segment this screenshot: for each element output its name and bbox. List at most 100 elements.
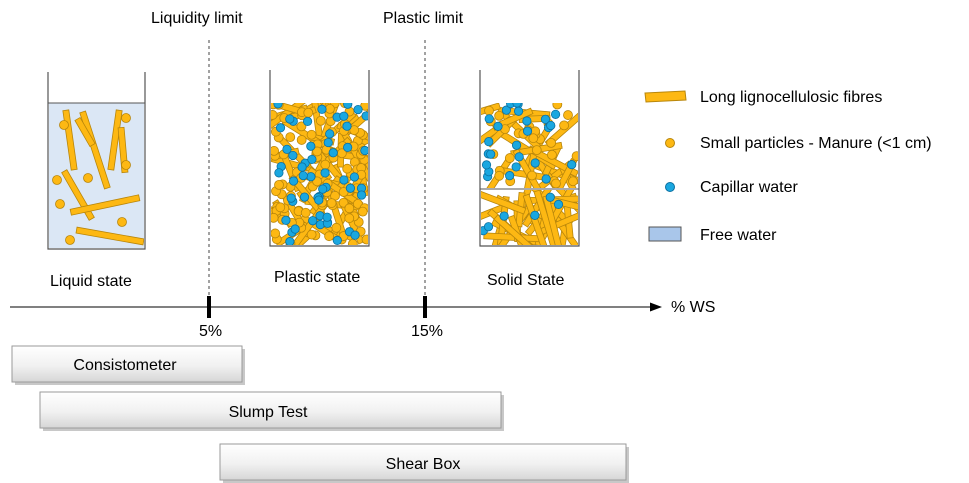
- capillar-drop: [514, 152, 524, 162]
- capillar-drop: [343, 142, 353, 152]
- particle: [494, 110, 505, 121]
- particle: [271, 212, 279, 223]
- capillar-drop: [339, 175, 349, 185]
- plastic-state-label: Plastic state: [274, 269, 360, 286]
- capillar-drop: [499, 211, 509, 221]
- liquid-state-container: [47, 72, 146, 250]
- capillar-drop: [322, 212, 332, 222]
- capillar-drop: [273, 103, 283, 109]
- capillar-drop: [540, 114, 551, 124]
- capillar-drop: [512, 103, 522, 108]
- capillar-drop: [290, 224, 300, 234]
- particle: [528, 133, 539, 144]
- capillar-drop: [323, 137, 333, 148]
- particle: [271, 146, 280, 156]
- tick-15-percent: [423, 296, 427, 318]
- tick-5-percent: [207, 296, 211, 318]
- fibre: [107, 109, 123, 171]
- shear-box-label: Shear Box: [386, 456, 461, 473]
- particle: [271, 110, 278, 120]
- capillar-drop: [288, 150, 298, 161]
- test-bar-consistometer: Consistometer: [11, 345, 245, 385]
- fibre: [522, 193, 550, 245]
- capillar-drop: [343, 103, 353, 109]
- capillar-drop: [288, 176, 299, 186]
- capillar-drop: [522, 126, 533, 136]
- legend-capillar-icon: [665, 182, 675, 192]
- capillar-drop: [282, 144, 292, 154]
- particle: [357, 206, 368, 217]
- liquidity-limit-label: Liquidity limit: [151, 10, 243, 27]
- capillar-drop: [530, 158, 540, 168]
- particle: [121, 160, 131, 170]
- capillar-drop: [511, 162, 521, 172]
- particle: [306, 129, 317, 140]
- plastic-particles: [271, 103, 368, 245]
- capillar-drop: [281, 215, 291, 225]
- capillar-drop: [356, 190, 367, 200]
- particle: [326, 198, 337, 208]
- fibre: [493, 214, 546, 245]
- capillar-drop: [486, 149, 496, 159]
- particle: [546, 137, 557, 148]
- test-bar-slump: Slump Test: [39, 391, 504, 431]
- particle: [285, 132, 296, 143]
- particle: [559, 120, 570, 131]
- legend-fibres-label: Long lignocellulosic fibres: [700, 89, 882, 106]
- particle: [527, 170, 537, 181]
- particle: [347, 239, 358, 245]
- particle: [571, 151, 578, 162]
- legend: Long lignocellulosic fibres Small partic…: [644, 89, 932, 244]
- particle: [296, 121, 307, 132]
- fibre: [75, 226, 144, 246]
- particle: [552, 103, 563, 110]
- capillar-drop: [484, 137, 494, 147]
- capillar-drop: [285, 114, 295, 124]
- capillar-drop: [481, 160, 492, 170]
- capillar-drop: [513, 106, 524, 116]
- capillar-drop: [345, 183, 356, 193]
- particle: [275, 202, 286, 213]
- capillar-drop: [298, 170, 308, 181]
- capillar-drop: [546, 120, 556, 131]
- capillar-drop: [297, 162, 307, 172]
- particle: [271, 228, 281, 239]
- consistometer-label: Consistometer: [73, 357, 177, 374]
- capillar-drop: [553, 199, 564, 210]
- particle: [52, 175, 62, 185]
- plastic-beaker: [269, 70, 370, 247]
- capillar-drop: [522, 116, 532, 126]
- particle: [312, 146, 323, 157]
- capillar-drop: [274, 168, 284, 178]
- solid-state-label: Solid State: [487, 272, 564, 289]
- capillar-drop: [501, 105, 511, 115]
- capillar-drop: [353, 104, 363, 115]
- capillar-drop: [328, 148, 338, 158]
- solid-state-container: [479, 70, 580, 247]
- legend-free-water-label: Free water: [700, 227, 777, 244]
- solid-beaker: [479, 70, 580, 247]
- capillar-drop: [493, 121, 503, 131]
- particle: [531, 145, 542, 156]
- fibre: [481, 190, 527, 215]
- particle: [342, 163, 353, 174]
- capillar-drop: [317, 104, 327, 114]
- particle: [83, 173, 93, 183]
- solid-bottom-particles: [481, 190, 578, 245]
- test-bar-shear: Shear Box: [219, 443, 629, 483]
- legend-particles-label: Small particles - Manure (<1 cm): [700, 135, 932, 152]
- capillar-drop: [285, 237, 295, 245]
- capillar-drop: [314, 195, 324, 205]
- legend-free-water-icon: [648, 226, 682, 242]
- capillar-drop: [545, 192, 555, 202]
- solid-top-particles: [481, 103, 578, 188]
- capillar-drop: [349, 172, 360, 182]
- particle: [324, 103, 335, 114]
- capillar-drop: [530, 210, 540, 220]
- capillar-drop: [318, 184, 328, 194]
- particle: [361, 234, 368, 245]
- capillar-drop: [350, 230, 360, 240]
- capillar-drop: [484, 114, 494, 124]
- capillar-drop: [541, 174, 551, 184]
- particle: [349, 125, 360, 136]
